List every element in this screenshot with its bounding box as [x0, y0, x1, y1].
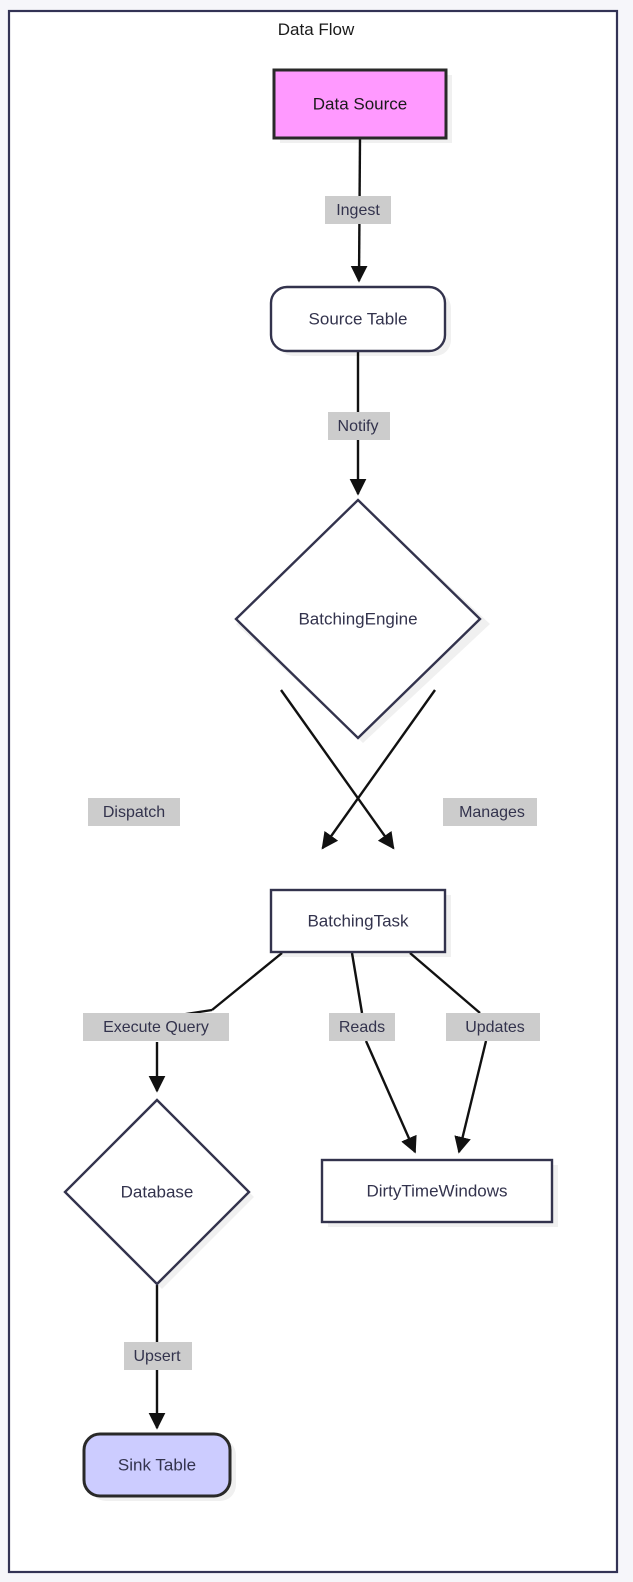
edge-label-background — [124, 1342, 192, 1370]
edge-notify: Notify — [328, 352, 390, 496]
node-label-source-table: Source Table — [309, 309, 408, 328]
node-label-dirty-time-windows: DirtyTimeWindows — [366, 1181, 507, 1200]
database-diamond[interactable] — [63, 1098, 251, 1286]
node-batching-engine[interactable]: BatchingEngine — [234, 498, 490, 743]
edge-label-background — [328, 412, 390, 440]
edge-label-upsert: Upsert — [133, 1348, 181, 1365]
node-batching-task[interactable]: BatchingTask — [269, 888, 451, 957]
edge-execute-query: Execute Query — [83, 952, 283, 1093]
edge-seg — [350, 952, 364, 1014]
batching-engine-diamond[interactable] — [234, 498, 482, 740]
source-table-rect[interactable] — [269, 285, 447, 353]
sink-table-rect[interactable] — [82, 1432, 232, 1498]
diagram-frame — [7, 9, 619, 1574]
node-label-sink-table: Sink Table — [118, 1455, 196, 1474]
node-dirty-time-windows[interactable]: DirtyTimeWindows — [320, 1158, 558, 1227]
edge-label-execute-query: Execute Query — [103, 1019, 209, 1036]
edge-label-manages: Manages — [459, 804, 525, 821]
edge-upsert: Upsert — [124, 1285, 192, 1430]
edge-label-background — [325, 196, 391, 224]
node-label-database: Database — [121, 1182, 194, 1201]
edge-label-background — [443, 798, 537, 826]
edge-seg — [409, 952, 481, 1014]
edge-label-reads: Reads — [339, 1019, 385, 1036]
edge-reads: Reads — [329, 952, 417, 1154]
node-sink-table[interactable]: Sink Table — [82, 1432, 236, 1501]
node-source-table[interactable]: Source Table — [269, 285, 451, 356]
node-data-source[interactable]: Data Source — [272, 68, 452, 143]
diagram-title: Data Flow — [278, 20, 355, 39]
edge-manages: Manages — [321, 689, 537, 850]
node-database[interactable]: Database — [63, 1098, 254, 1289]
node-label-batching-engine: BatchingEngine — [298, 609, 417, 628]
node-label-batching-task: BatchingTask — [307, 911, 409, 930]
edge-label-background — [329, 1013, 395, 1041]
edge-seg — [211, 952, 283, 1011]
edge-label-background — [83, 1013, 229, 1041]
dirty-time-windows-rect[interactable] — [320, 1158, 554, 1224]
edge-dispatch: Dispatch — [88, 689, 395, 850]
node-label-data-source: Data Source — [313, 94, 408, 113]
edge-label-background — [446, 1013, 540, 1041]
edge-ingest: Ingest — [325, 137, 391, 283]
edge-label-background — [88, 798, 180, 826]
edge-label-updates: Updates — [465, 1019, 525, 1036]
edge-label-notify: Notify — [338, 418, 379, 435]
data-source-rect[interactable] — [272, 68, 448, 140]
edge-label-ingest: Ingest — [336, 202, 380, 219]
edge-label-dispatch: Dispatch — [103, 804, 165, 821]
batching-task-rect[interactable] — [269, 888, 447, 954]
edge-updates: Updates — [409, 952, 540, 1154]
